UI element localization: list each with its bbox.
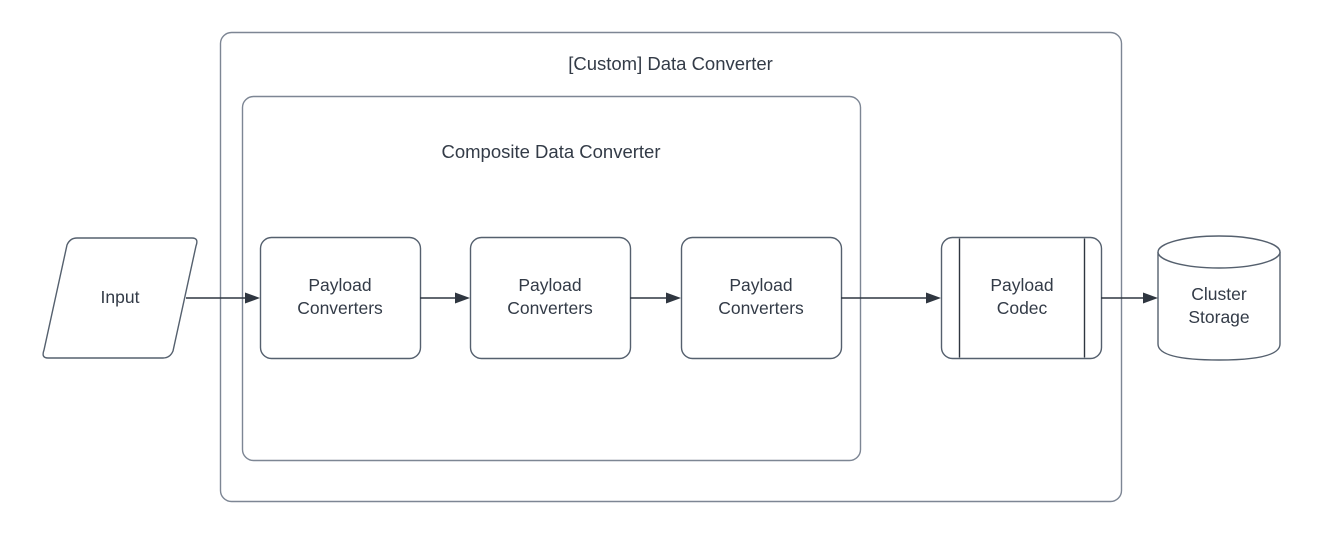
node-payload-codec-shape[interactable]: [940, 236, 1103, 360]
edge-pc3-to-codec-arrowhead: [926, 292, 941, 304]
node-input-shape[interactable]: [42, 237, 198, 359]
node-payload-converters-3-shape[interactable]: [680, 236, 843, 360]
edge-input-to-pc1-arrowhead: [245, 292, 260, 304]
container-custom-data-converter[interactable]: [219, 31, 1123, 503]
node-cluster-storage-body[interactable]: [1157, 252, 1281, 361]
node-payload-converters-2-shape[interactable]: [469, 236, 632, 360]
edge-codec-to-storage-arrowhead: [1143, 292, 1158, 304]
container-composite-data-converter[interactable]: [241, 95, 862, 462]
node-payload-converters-1-shape[interactable]: [259, 236, 422, 360]
edge-pc1-to-pc2-arrowhead: [455, 292, 470, 304]
edge-pc2-to-pc3-arrowhead: [666, 292, 681, 304]
node-cluster-storage-top-ellipse: [1157, 235, 1281, 269]
